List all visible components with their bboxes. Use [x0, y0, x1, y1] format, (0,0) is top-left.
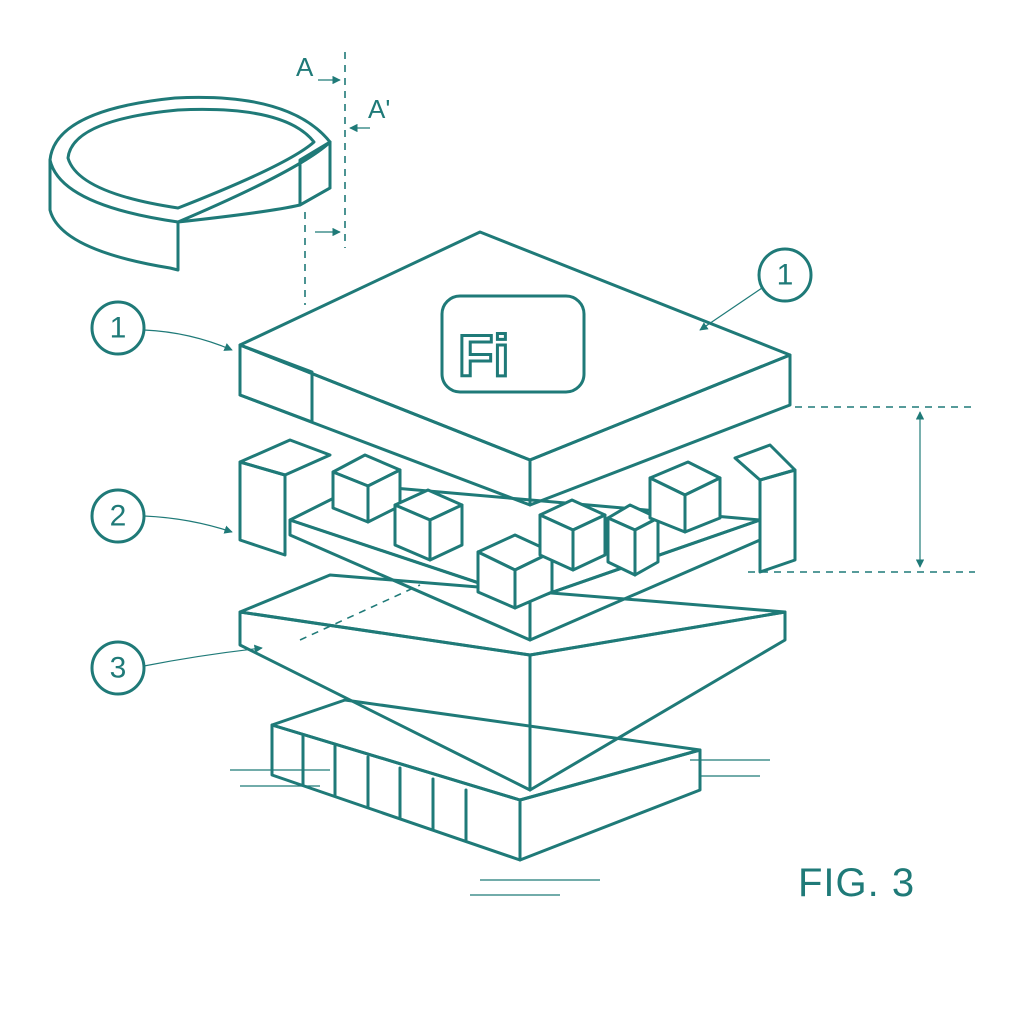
- callout-2: 2: [90, 488, 233, 544]
- callout-number: 2: [110, 500, 127, 533]
- section-marker-a-prime: A': [368, 94, 390, 124]
- callout-number: 3: [110, 652, 127, 685]
- base-block-row: [230, 698, 770, 896]
- cube: [648, 460, 722, 534]
- layer-1-slab: Fi: [238, 230, 792, 507]
- height-dimension: [748, 406, 975, 573]
- callout-3: 3: [90, 640, 263, 696]
- cube: [538, 498, 607, 572]
- figure-label: FIG. 3: [798, 861, 915, 905]
- fi-logo-icon: Fi: [440, 294, 586, 394]
- callout-1-right: 1: [699, 247, 813, 331]
- callout-number: 1: [777, 259, 794, 292]
- logo-text: Fi: [458, 324, 510, 389]
- cube: [476, 533, 554, 610]
- callout-1-left: 1: [90, 300, 233, 356]
- layer-2-tray: [238, 438, 797, 642]
- section-line: A A': [296, 52, 390, 305]
- cube: [331, 453, 402, 524]
- callout-number: 1: [110, 312, 127, 345]
- section-marker-a: A: [296, 52, 314, 82]
- cube: [393, 488, 464, 562]
- ring-component: [48, 95, 332, 272]
- layer-3-slab: [238, 573, 787, 792]
